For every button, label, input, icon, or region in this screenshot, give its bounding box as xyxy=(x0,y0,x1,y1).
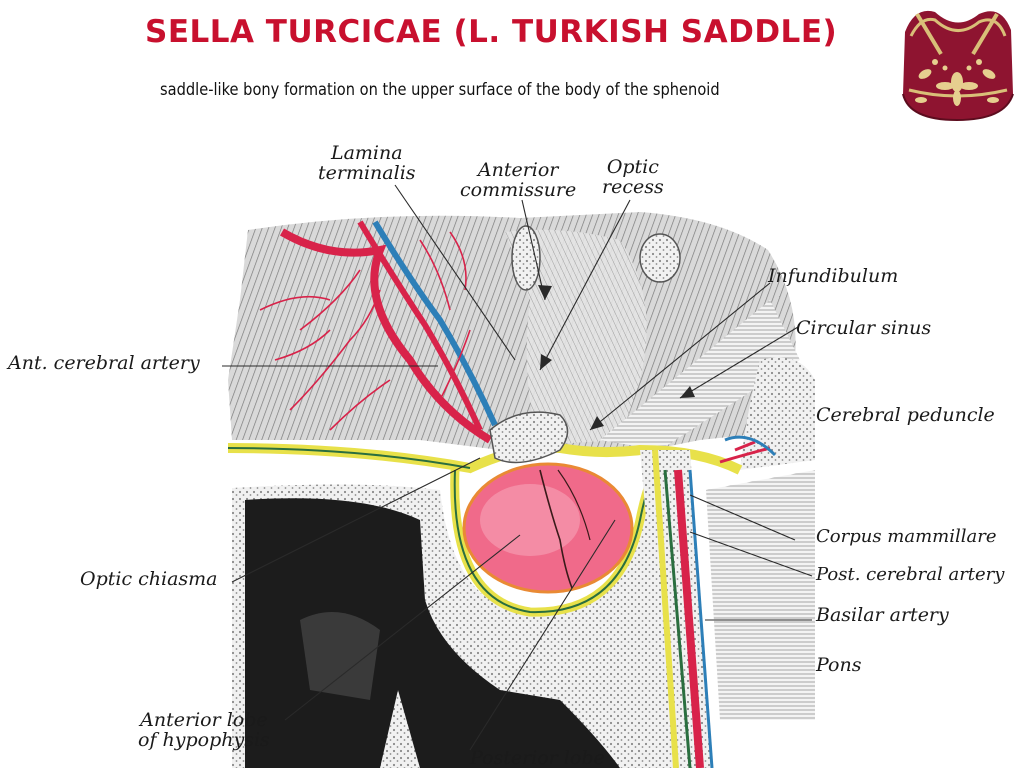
pons-region xyxy=(706,470,815,720)
turkish-saddle-photo xyxy=(895,2,1019,124)
cerebral-vein xyxy=(372,220,498,427)
slide-subtitle: saddle-like bony formation on the upper … xyxy=(160,80,720,100)
slide-title: SELLA TURCICAE (L. TURKISH SADDLE) xyxy=(145,14,838,50)
label-posterior-lobe: Posterior lobe xyxy=(470,747,605,769)
label-optic-recess: Optic recess xyxy=(602,156,664,198)
label-anterior-commissure: Anterior commissure xyxy=(460,159,577,201)
infundibulum-region xyxy=(600,300,800,450)
label-optic-chiasma: Optic chiasma xyxy=(80,568,218,590)
label-basilar-artery: Basilar artery xyxy=(816,604,949,626)
label-circular-sinus: Circular sinus xyxy=(796,317,932,339)
optic-recess-oval xyxy=(639,233,681,283)
sphenoid-sinus xyxy=(245,498,620,768)
label-ant-cerebral-artery: Ant. cerebral artery xyxy=(8,352,200,374)
ant-cerebral-artery xyxy=(279,228,493,444)
anterior-commissure xyxy=(511,225,541,291)
label-lamina-terminalis: Lamina terminalis xyxy=(318,142,416,184)
label-pons: Pons xyxy=(816,654,862,676)
label-post-cerebral-artery: Post. cerebral artery xyxy=(816,564,1005,585)
label-infundibulum: Infundibulum xyxy=(768,265,899,287)
optic-chiasma xyxy=(489,411,569,464)
label-corpus-mammillare: Corpus mammillare xyxy=(816,526,997,547)
label-cerebral-peduncle: Cerebral peduncle xyxy=(816,404,995,426)
label-anterior-lobe: Anterior lobe of hypophysis xyxy=(138,709,270,751)
basilar-artery xyxy=(688,469,714,768)
